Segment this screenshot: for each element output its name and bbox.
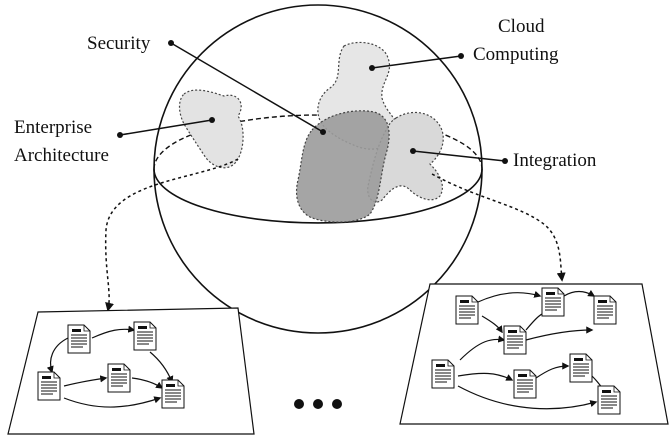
doc-icon [597,385,621,415]
panel-left-plane [7,307,255,435]
region-security [295,110,390,223]
dot-integration-end [410,148,416,154]
flow-arrow [459,335,506,361]
flow-arrow [477,290,542,303]
region-enterprise-architecture [178,89,244,169]
dot-enterprise [117,132,123,138]
label-cloud-line1: Cloud [498,16,545,37]
equator-back [153,114,483,170]
doc-icon [455,295,479,325]
leader-enterprise [119,119,213,136]
ellipsis-dot [332,399,342,409]
dashed-arrow-right [431,173,566,282]
label-enterprise-line1: Enterprise [14,117,92,138]
dot-integration [502,158,508,164]
label-security: Security [87,33,151,54]
label-enterprise-line2: Architecture [14,145,109,166]
flow-arrow [91,325,136,339]
process-panel-right [399,283,669,425]
doc-icon [569,353,593,383]
label-integration: Integration [513,150,597,171]
flow-arrow [63,375,108,387]
flow-arrow [481,315,503,334]
ellipsis-dots [294,399,342,409]
doc-icon [513,369,537,399]
ellipsis-dot [313,399,323,409]
doc-icon [541,287,565,317]
dot-cloud-end [369,65,375,71]
doc-icon [133,321,157,351]
equator-front [153,168,483,224]
flow-arrow [63,396,162,408]
leader-cloud [371,55,462,69]
flow-arrow [535,362,570,379]
flow-arrow [46,337,69,374]
doc-icon [161,379,185,409]
doc-icon [431,359,455,389]
label-cloud-line2: Computing [473,44,559,65]
dot-security [168,40,174,46]
dot-enterprise-end [209,117,215,123]
dot-security-end [320,129,326,135]
flow-arrow [525,326,594,341]
leader-security [170,42,324,133]
flow-arrow [563,289,596,297]
doc-icon [593,295,617,325]
leader-integration [412,150,506,162]
flow-arrow [131,377,164,389]
doc-icon [107,363,131,393]
panel-right-plane [399,283,669,425]
process-panel-left [7,307,255,435]
leader-dots [117,40,508,164]
doc-icon [37,371,61,401]
leader-lines [119,42,506,162]
ellipsis-dot [294,399,304,409]
doc-icon [503,325,527,355]
flow-arrow [457,385,598,410]
dot-cloud [458,53,464,59]
flow-arrow [149,351,174,384]
flow-arrow [457,372,514,381]
doc-icon [67,324,91,354]
